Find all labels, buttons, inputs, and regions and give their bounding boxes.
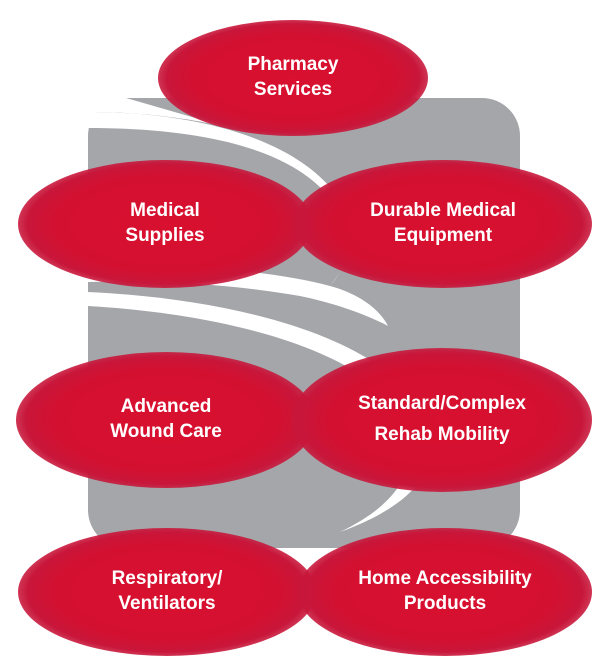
node-label-line2: Products [403,593,487,614]
node-label-line1: Medical [130,200,200,222]
node-label-line2: Supplies [125,225,205,246]
medical-supplies-node: Medical Supplies [18,160,312,288]
node-label-line1: Pharmacy [247,54,339,76]
pharmacy-services-node: Pharmacy Services [158,20,428,136]
rehab-mobility-node: Standard/Complex Rehab Mobility [292,348,592,492]
respiratory-ventilators-node: Respiratory/ Ventilators [18,528,316,656]
node-label-line2: Rehab Mobility [374,424,510,445]
logo-white-bg-topleft [88,98,230,128]
node-label-line1: Advanced [120,396,212,418]
node-label-line1: Home Accessibility [358,568,532,590]
home-accessibility-products-node: Home Accessibility Products [298,528,592,656]
node-label-line2: Services [253,79,333,100]
node-label-line1: Standard/Complex [358,393,526,415]
node-label-line1: Respiratory/ [111,568,223,590]
durable-medical-equipment-node: Durable Medical Equipment [294,160,592,288]
logo-swoosh-top [88,112,350,286]
logo-swoosh-lower [88,292,431,532]
node-label-line2: Equipment [393,225,493,246]
advanced-wound-care-node: Advanced Wound Care [16,352,316,488]
node-label-line2: Ventilators [118,593,216,614]
node-label-line1: Durable Medical [370,200,516,222]
node-label-line2: Wound Care [110,421,222,442]
